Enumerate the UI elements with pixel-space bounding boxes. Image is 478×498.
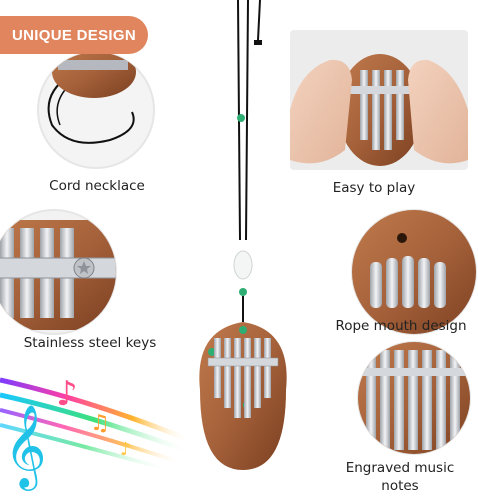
main-kalimba-product	[199, 0, 287, 470]
music-note-icon: ♫	[90, 411, 110, 436]
steel-keys-image	[0, 209, 117, 335]
rope-mouth-design-label: Rope mouth design	[335, 318, 467, 334]
bead-icon	[237, 114, 245, 122]
music-note-icon: ♪	[56, 374, 78, 414]
stainless-steel-keys-label: Stainless steel keys	[23, 335, 157, 351]
unique-design-badge: UNIQUE DESIGN	[0, 16, 148, 54]
music-note-icon: ♪	[120, 439, 132, 460]
easy-to-play-label: Easy to play	[332, 180, 416, 196]
engraved-music-notes-label: Engraved music notes	[330, 459, 470, 495]
rope-mouth-image	[351, 209, 477, 335]
engraved-notes-image	[357, 341, 471, 455]
engraved-label-line-1: Engraved music	[345, 460, 455, 476]
cord-necklace-image	[37, 51, 155, 169]
cord-necklace-label: Cord necklace	[49, 178, 145, 194]
bead-icon	[239, 288, 247, 296]
music-swoosh-decoration: 𝄞 ♪ ♫ ♪	[0, 374, 191, 491]
treble-clef-icon: 𝄞	[4, 403, 47, 491]
easy-to-play-image	[290, 30, 468, 170]
engraved-label-line-2: notes	[381, 478, 419, 494]
